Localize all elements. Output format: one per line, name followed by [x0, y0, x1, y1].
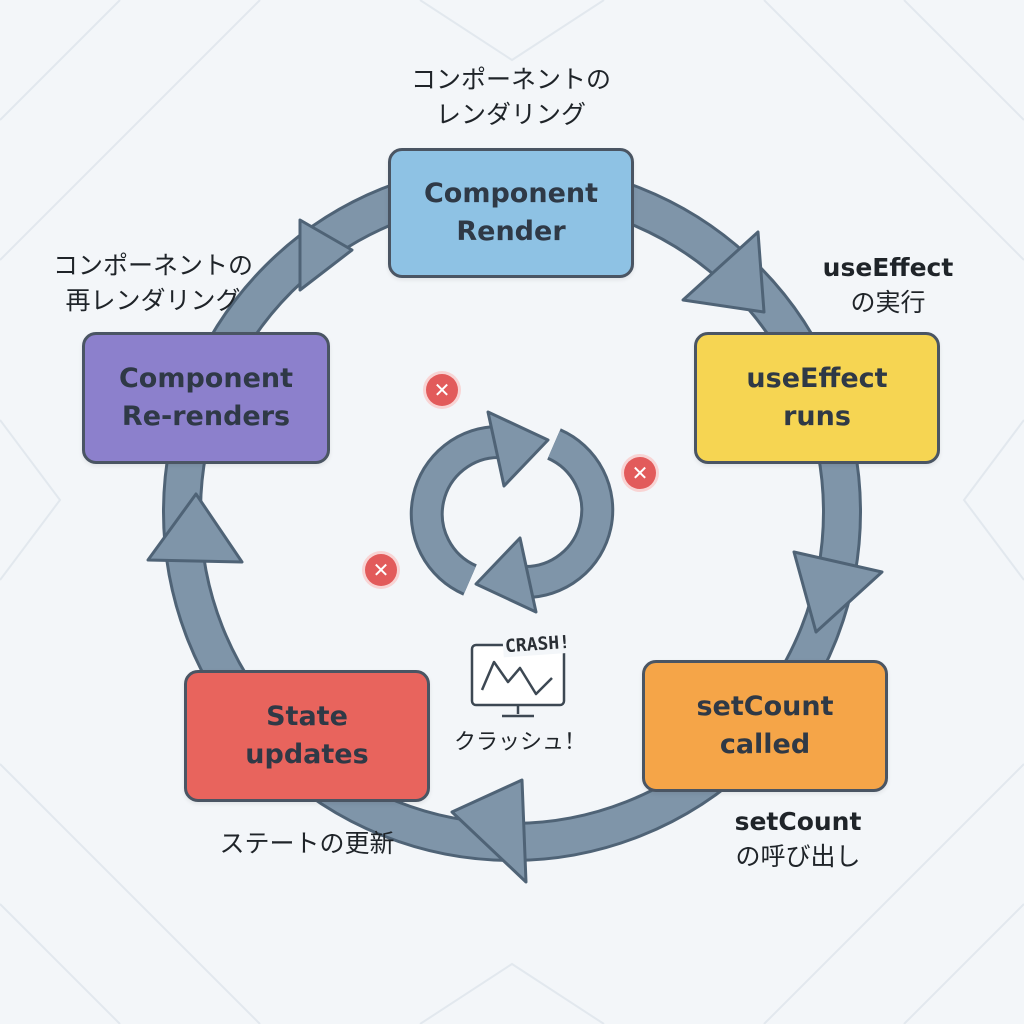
error-close-icon: ✕ [426, 374, 458, 406]
caption-setcount: setCount の呼び出し [712, 804, 884, 874]
node-component-rerenders-line1: Component [118, 363, 294, 394]
node-useeffect-runs: useEffect runs [694, 332, 940, 464]
caption-component-render: コンポーネントの レンダリング [380, 62, 642, 132]
node-useeffect-runs-line2: runs [783, 401, 851, 432]
node-state-updates-line1: State [266, 701, 348, 732]
node-component-render-line2: Render [456, 216, 566, 247]
arrowhead-rerender-to-render [298, 218, 354, 292]
caption-useeffect: useEffect の実行 [800, 250, 976, 320]
node-useeffect-runs-line1: useEffect [746, 363, 888, 394]
cycle-arrows-icon [409, 410, 615, 614]
caption-setcount-line2: の呼び出し [735, 842, 861, 871]
monitor-crash-icon [470, 643, 566, 718]
node-state-updates-line2: updates [245, 739, 369, 770]
node-setcount-called-line1: setCount [696, 691, 834, 722]
node-component-rerenders-line2: Re-renders [121, 401, 291, 432]
node-setcount-called: setCount called [642, 660, 888, 792]
caption-setcount-line1: setCount [734, 807, 862, 836]
caption-component-rerenders-line2: 再レンダリング [65, 286, 241, 315]
caption-component-rerenders-line1: コンポーネントの [52, 251, 253, 280]
caption-useeffect-line2: の実行 [850, 288, 926, 317]
caption-useeffect-line1: useEffect [822, 253, 954, 282]
arrowhead-render-to-effect [681, 230, 766, 314]
caption-component-render-line2: レンダリング [435, 100, 586, 129]
node-setcount-called-line2: called [719, 729, 811, 760]
caption-component-render-line1: コンポーネントの [410, 65, 611, 94]
caption-component-rerenders: コンポーネントの 再レンダリング [22, 248, 284, 318]
node-component-rerenders: Component Re-renders [82, 332, 330, 464]
error-close-icon: ✕ [365, 554, 397, 586]
node-state-updates: State updates [184, 670, 430, 802]
arrowhead-effect-to-setcount [792, 550, 884, 634]
caption-state-updates-line1: ステートの更新 [219, 829, 395, 858]
arrowhead-state-to-rerender [146, 492, 244, 564]
arrowhead-setcount-to-state [450, 778, 528, 884]
caption-state-updates: ステートの更新 [184, 826, 430, 861]
node-component-render: Component Render [388, 148, 634, 278]
error-close-icon: ✕ [624, 457, 656, 489]
crash-caption: クラッシュ！ [454, 730, 587, 755]
node-component-render-line1: Component [423, 178, 599, 209]
